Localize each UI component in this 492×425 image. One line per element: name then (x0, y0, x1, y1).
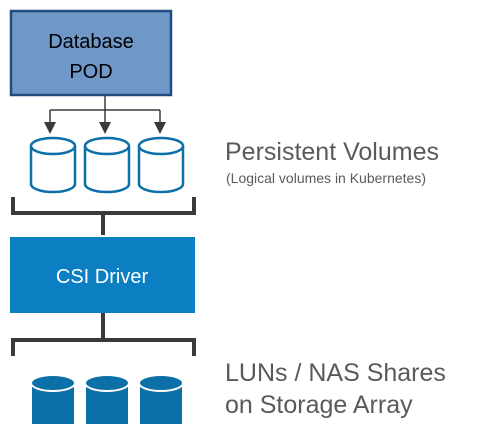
pod-volume-connectors (44, 95, 166, 134)
persistent-volumes-subtitle: (Logical volumes in Kubernetes) (226, 170, 426, 186)
pod-label-line2: POD (69, 61, 112, 83)
cylinder-outline-icon (137, 136, 185, 194)
storage-cylinders (30, 374, 184, 425)
pod-label-line1: Database (48, 31, 134, 53)
cylinder-solid-icon (138, 374, 184, 425)
csi-driver-box: CSI Driver (10, 237, 195, 313)
cylinder-outline-icon (29, 136, 77, 194)
volume-bracket (11, 197, 196, 235)
persistent-volumes-title: Persistent Volumes (225, 138, 439, 166)
storage-label-line1: LUNs / NAS Shares (225, 359, 446, 387)
cylinder-solid-icon (30, 374, 76, 425)
csi-driver-label: CSI Driver (56, 266, 149, 288)
csi-bracket (11, 313, 196, 356)
cylinder-solid-icon (84, 374, 130, 425)
storage-label-line2: on Storage Array (225, 391, 413, 419)
database-pod-box: Database POD (9, 9, 173, 97)
persistent-volume-cylinders (29, 136, 185, 194)
cylinder-outline-icon (83, 136, 131, 194)
